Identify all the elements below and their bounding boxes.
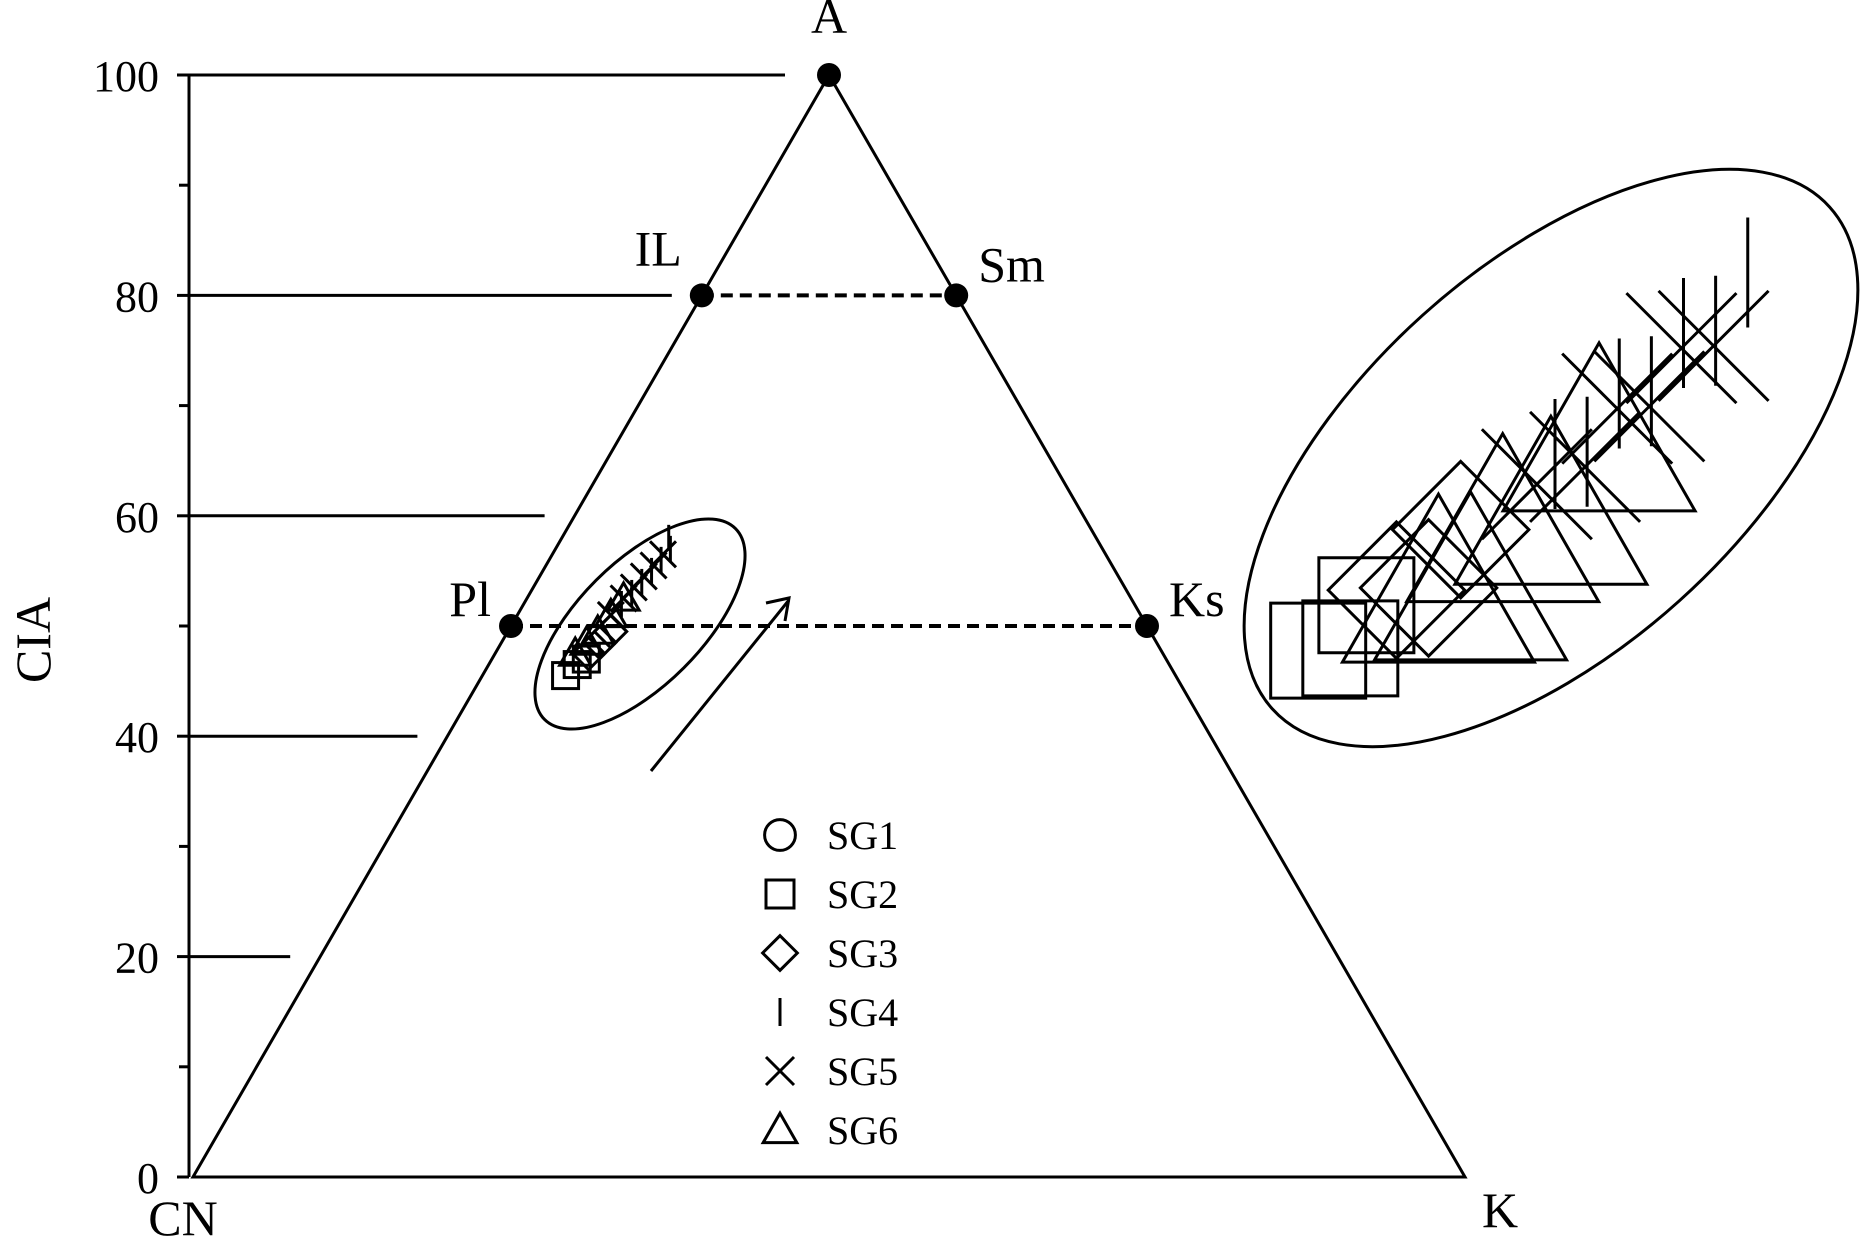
label-pl: Pl — [449, 571, 491, 627]
data-point-sg5 — [648, 540, 678, 569]
inset-point-sg6 — [1500, 339, 1698, 513]
data-point-sg6 — [605, 579, 642, 612]
legend-marker-sg2 — [764, 878, 796, 910]
inset-point-sg3 — [1358, 517, 1499, 659]
inset-point-sg5-b — [1657, 289, 1770, 402]
y-tick-label: 80 — [115, 272, 159, 321]
point-il — [689, 283, 714, 308]
inset-point-sg5 — [1480, 428, 1593, 541]
inset-point-sg5-b — [1529, 410, 1642, 523]
point-sm — [944, 283, 969, 308]
data-point-sg6 — [579, 612, 616, 645]
legend-label-sg4: SG4 — [827, 990, 898, 1035]
annotations — [533, 167, 1860, 772]
legend-label-sg6: SG6 — [827, 1108, 898, 1153]
inset-point-sg2 — [1301, 599, 1400, 698]
inset-point-sg5-b — [1593, 350, 1706, 463]
legend-marker-sg3 — [760, 933, 800, 973]
legend-label-sg5: SG5 — [827, 1049, 898, 1094]
inset-point-sg5 — [1625, 292, 1738, 405]
y-tick-label: 20 — [115, 934, 159, 983]
point-pl — [499, 614, 523, 638]
legend-label-sg3: SG3 — [827, 931, 898, 976]
trend-arrow-head — [765, 596, 791, 622]
label-sm: Sm — [978, 236, 1045, 292]
point-a — [817, 63, 841, 87]
inset-point-sg5-b — [1561, 352, 1674, 465]
inset-point-sg5 — [1561, 352, 1674, 465]
y-tick-label: 40 — [115, 713, 159, 762]
inset-ellipse — [1242, 167, 1860, 749]
legend-label-sg2: SG2 — [827, 872, 898, 917]
inset-point-sg5 — [1529, 410, 1642, 523]
inset-point-sg5 — [1593, 350, 1706, 463]
y-tick-label: 60 — [115, 493, 159, 542]
data-cluster-ellipse — [533, 517, 747, 731]
y-axis-title: CIA — [5, 597, 61, 683]
y-tick-label: 0 — [137, 1154, 159, 1203]
inset-point-sg6 — [1452, 413, 1650, 586]
label-ks: Ks — [1169, 571, 1225, 627]
inset-point-sg3 — [1326, 519, 1467, 661]
cia-axis: 0 20 40 60 80 100 — [93, 52, 785, 1203]
inset-point-sg6 — [1404, 430, 1602, 604]
legend-marker-sg1 — [763, 818, 797, 852]
legend-marker-sg5 — [764, 1055, 796, 1087]
label-a: A — [811, 0, 847, 44]
y-tick-label: 100 — [93, 52, 159, 101]
data-point-sg6 — [568, 623, 605, 656]
legend-marker-sg5-b — [764, 1055, 796, 1087]
vertex-label-left: CN — [148, 1190, 217, 1246]
inset-point-sg5 — [1657, 289, 1770, 402]
inset-markers — [1269, 217, 1770, 700]
inset-point-sg5-b — [1480, 428, 1593, 541]
inset-point-sg6 — [1339, 491, 1538, 664]
data-markers — [551, 524, 678, 691]
trend-arrow-shaft — [649, 599, 791, 772]
data-point-sg6 — [592, 596, 630, 629]
data-point-sg6 — [557, 634, 594, 667]
point-ks — [1135, 614, 1159, 638]
legend-marker-sg6 — [760, 1110, 800, 1145]
data-point-sg5-b — [648, 540, 678, 569]
inset-point-sg5-b — [1625, 292, 1738, 405]
legend-label-sg1: SG1 — [827, 813, 898, 858]
inset-point-sg2 — [1317, 556, 1416, 655]
label-il: IL — [635, 220, 682, 276]
vertex-label-right: K — [1482, 1182, 1518, 1238]
